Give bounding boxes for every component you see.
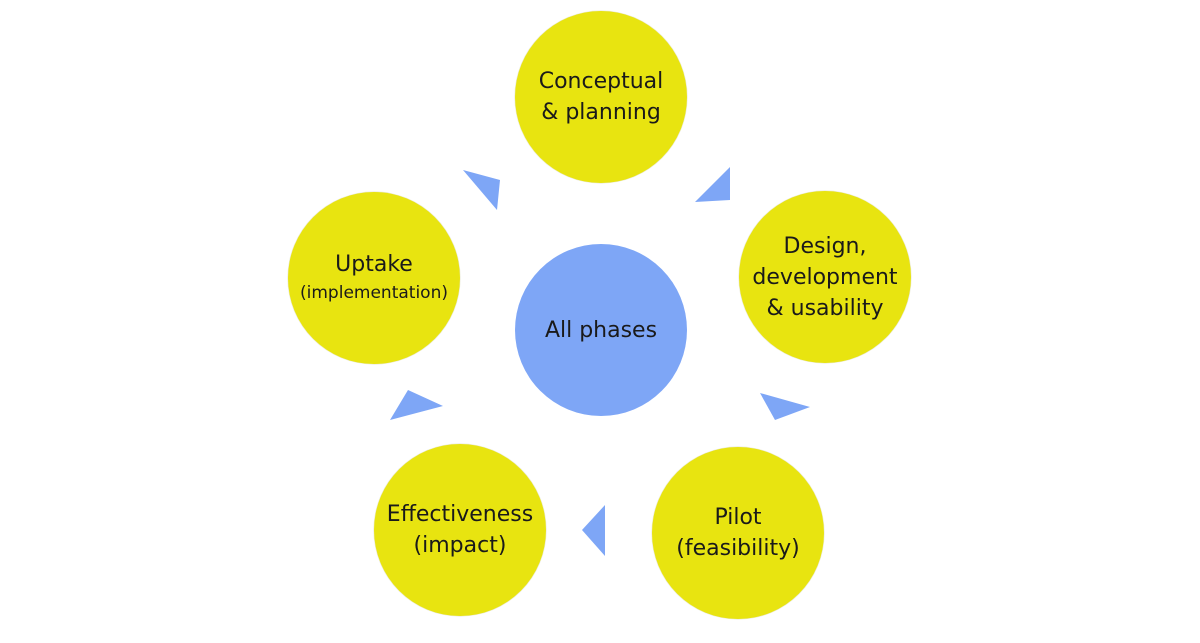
phase-label-line: Pilot [714, 505, 762, 530]
arrow-design-to-pilot [760, 393, 810, 420]
phase-label-line: development [752, 264, 898, 290]
arrow-uptake-to-conceptual [463, 170, 500, 210]
phase-conceptual-planning: Conceptual & planning [515, 11, 687, 183]
phase-label-line: & planning [541, 100, 661, 125]
phase-label-line: Uptake [335, 252, 413, 277]
phase-uptake-implementation: Uptake (implementation) [288, 192, 460, 364]
phase-label-line: Design, [783, 233, 867, 259]
phase-label-line: Effectiveness [386, 502, 534, 527]
center-label: All phases [544, 317, 658, 343]
phase-label-line: Conceptual [538, 69, 664, 94]
arrow-effectiveness-to-uptake [390, 390, 443, 420]
phase-effectiveness-impact: Effectiveness (impact) [374, 444, 546, 616]
phase-design-development-usability: Design, development & usability [739, 191, 911, 363]
phase-label-line: & usability [766, 295, 884, 321]
phase-label-line: (feasibility) [676, 536, 800, 561]
phase-pilot-feasibility: Pilot (feasibility) [652, 447, 824, 619]
arrow-pilot-to-effectiveness [582, 505, 605, 556]
phase-label-line: (impact) [413, 533, 507, 558]
center-all-phases: All phases [515, 244, 687, 416]
arrow-conceptual-to-design [695, 167, 730, 202]
phase-label-line: (implementation) [300, 283, 448, 303]
